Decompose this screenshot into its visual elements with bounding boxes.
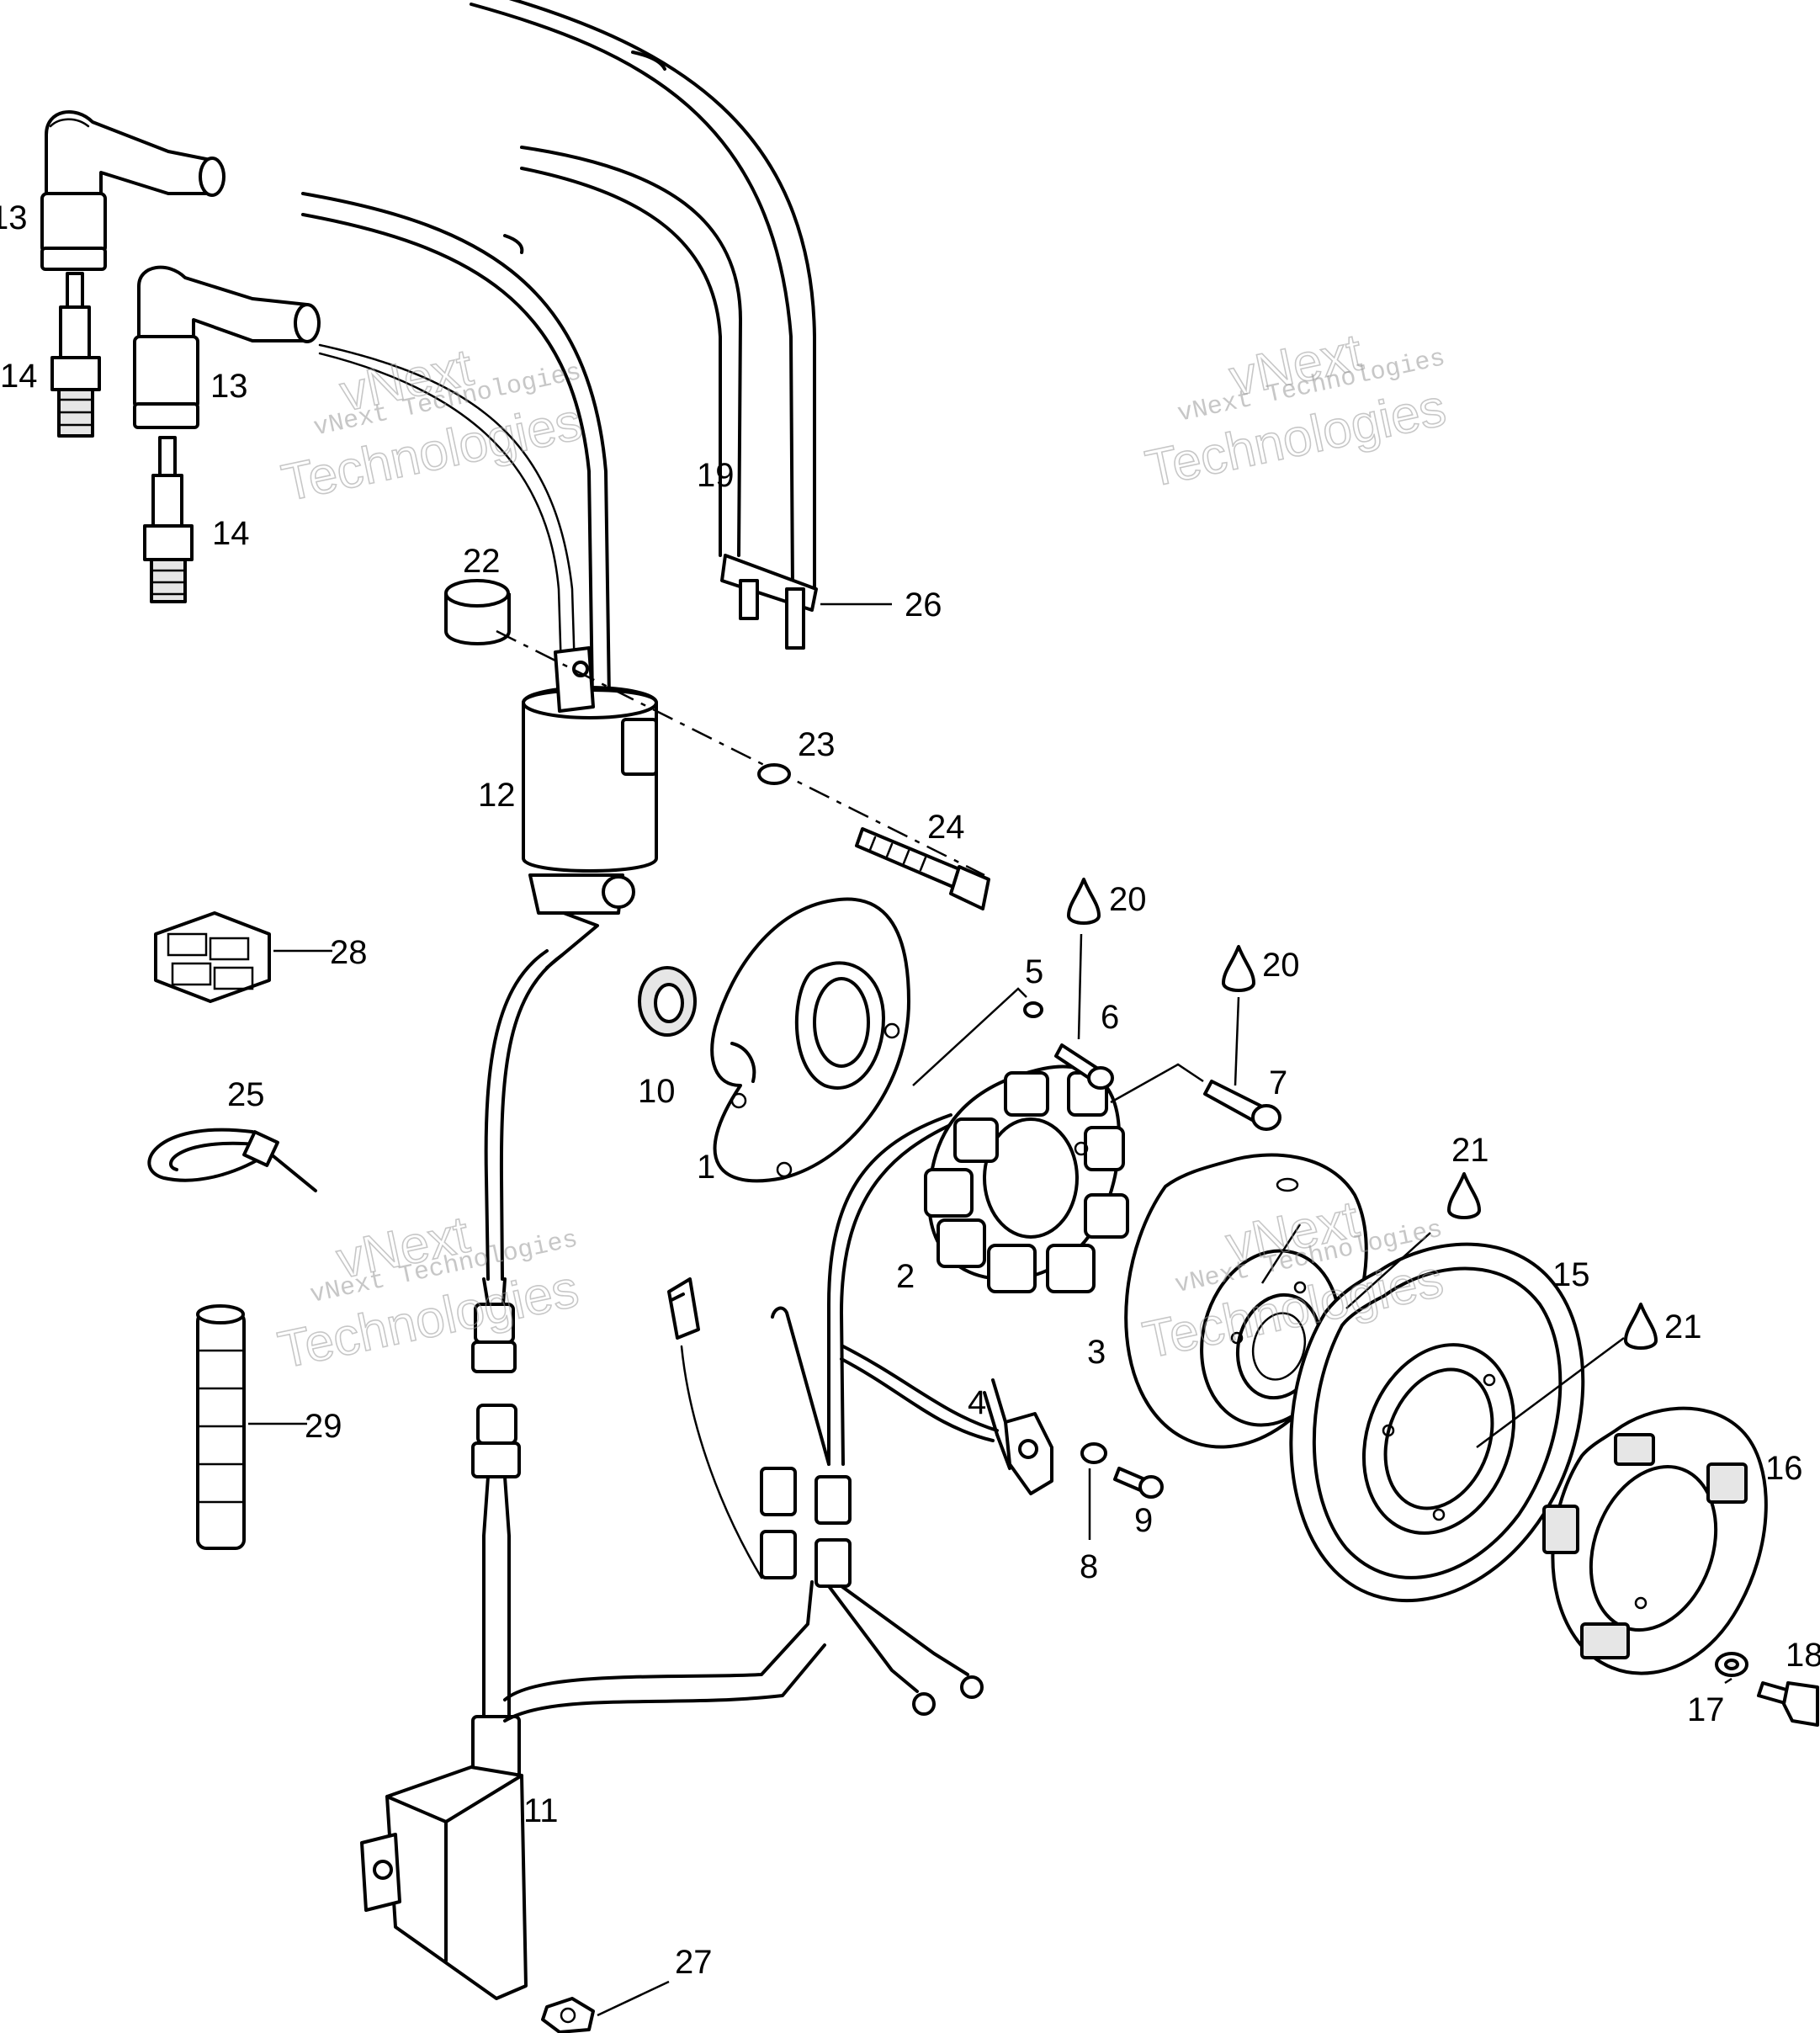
sleeve	[196, 1304, 246, 1550]
washer-23	[757, 763, 791, 785]
lubricant-drop-icon	[1624, 1303, 1658, 1350]
label-8: 8	[1080, 1548, 1098, 1585]
spacer	[444, 579, 511, 645]
cdi-module	[360, 1765, 528, 2000]
screw-9	[1113, 1467, 1164, 1499]
coil-to-cdi-harness	[471, 949, 564, 1790]
coil-bolt	[855, 827, 990, 910]
label-17: 17	[1687, 1691, 1725, 1728]
label-21b: 21	[1664, 1308, 1702, 1346]
watermark-top-left: vNext vNext Technologies Technologies	[276, 337, 587, 513]
watermark-top-right: vNext vNext Technologies Technologies	[1140, 322, 1451, 499]
label-16: 16	[1765, 1450, 1803, 1487]
label-11: 11	[523, 1792, 559, 1829]
label-29: 29	[305, 1408, 342, 1445]
high-tension-wires	[301, 0, 816, 700]
label-13b: 13	[210, 368, 248, 405]
ignition-coil	[522, 646, 658, 969]
label-22: 22	[463, 543, 501, 580]
label-7: 7	[1269, 1064, 1287, 1101]
label-4: 4	[968, 1384, 986, 1421]
lubricant-drop-icon	[1447, 1172, 1481, 1219]
screw-7	[1203, 1080, 1281, 1131]
label-12: 12	[478, 777, 516, 814]
spark-plug-lower	[143, 436, 194, 603]
label-23: 23	[798, 726, 836, 763]
rubber-boot	[667, 1277, 700, 1340]
wire-clamp	[720, 554, 818, 650]
label-15: 15	[1552, 1256, 1590, 1293]
spark-plug-upper	[50, 272, 101, 438]
connector-housing	[154, 911, 271, 1003]
label-3: 3	[1087, 1334, 1106, 1371]
armature-plate	[710, 897, 910, 1183]
flywheel-cap	[1542, 1406, 1768, 1675]
watermark-mid-left: vNext vNext Technologies Technologies	[273, 1205, 584, 1381]
label-19: 19	[697, 457, 735, 494]
leader-lines	[248, 602, 1732, 2017]
stator	[924, 1064, 1129, 1293]
label-1: 1	[697, 1149, 715, 1186]
cable-tie	[147, 1128, 317, 1192]
part-labels: 1 2 3 4 5 6 7 8 9 10 11 12 13 13 14 14 1…	[0, 199, 1820, 1981]
label-21a: 21	[1451, 1132, 1489, 1169]
label-14b: 14	[212, 515, 250, 552]
label-20b: 20	[1262, 947, 1300, 984]
label-9: 9	[1134, 1502, 1153, 1539]
stator-harness	[503, 1113, 1011, 1722]
label-10: 10	[638, 1073, 676, 1110]
label-13a: 13	[0, 199, 28, 236]
washer-17-hole	[1724, 1659, 1739, 1670]
label-14a: 14	[0, 358, 38, 395]
label-2: 2	[896, 1258, 915, 1295]
label-26: 26	[905, 587, 942, 624]
spark-plug-cap-upper	[40, 110, 226, 271]
washer-8	[1080, 1442, 1107, 1464]
cap-bolt	[1757, 1681, 1819, 1727]
label-24: 24	[927, 809, 965, 846]
lock-washer-5	[1023, 1001, 1043, 1018]
label-25: 25	[227, 1076, 265, 1113]
lubricant-drop-icon	[1067, 878, 1101, 925]
label-20a: 20	[1109, 881, 1147, 918]
screw-6	[1054, 1043, 1114, 1090]
trigger-coil	[983, 1378, 1053, 1495]
assembly-axis-coil	[496, 629, 985, 877]
label-5: 5	[1025, 953, 1043, 990]
label-27: 27	[675, 1944, 713, 1981]
label-18: 18	[1786, 1637, 1820, 1674]
label-28: 28	[330, 934, 368, 971]
label-6: 6	[1101, 999, 1119, 1036]
lubricant-drop-icon	[1222, 945, 1255, 992]
grommet	[638, 966, 697, 1037]
spark-plug-cap-lower	[133, 265, 321, 429]
nut-27	[541, 1997, 595, 2033]
